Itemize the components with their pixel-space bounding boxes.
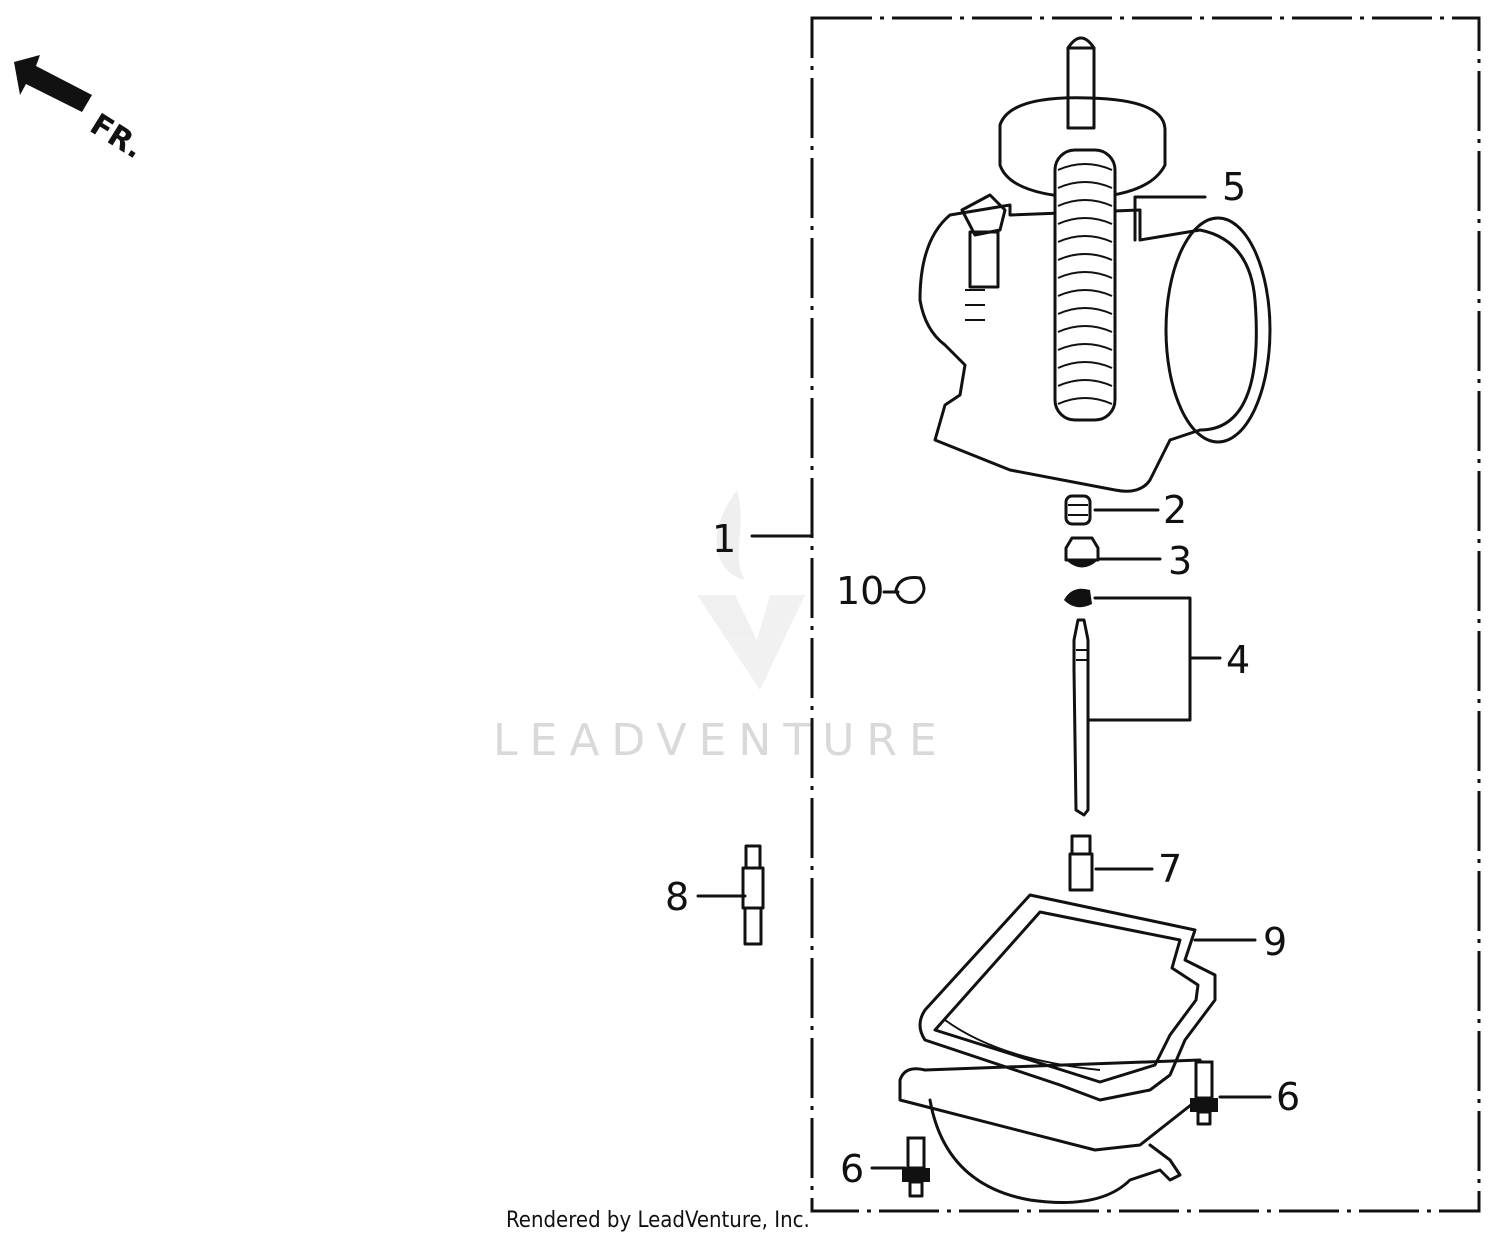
- callout-6-bottom: 6: [840, 1147, 864, 1191]
- callout-7: 7: [1158, 847, 1182, 891]
- callout-3: 3: [1168, 539, 1192, 583]
- part-7-main-jet: [1068, 834, 1094, 892]
- callout-1: 1: [712, 517, 736, 561]
- leadventure-watermark-logo: [697, 490, 805, 690]
- callout-2: 2: [1163, 488, 1187, 532]
- part-8-pilot-screw: [741, 844, 765, 946]
- part-4-jet-needle-set: [1064, 588, 1092, 817]
- render-credit: Rendered by LeadVenture, Inc.: [506, 1208, 810, 1233]
- part-3-nut: [1064, 536, 1100, 568]
- watermark-text: LEADVENTURE: [493, 715, 949, 766]
- callout-10: 10: [836, 569, 884, 613]
- float-bowl: [898, 893, 1217, 1204]
- assembly-boundary: [810, 16, 1481, 1213]
- part-10-washer: [894, 576, 926, 604]
- callout-9: 9: [1263, 920, 1287, 964]
- part-6-screw-bottom: [902, 1136, 930, 1198]
- callout-8: 8: [665, 875, 689, 919]
- leader-lines: [696, 195, 1272, 1170]
- part-2-clip: [1064, 494, 1092, 526]
- direction-label: FR.: [84, 107, 150, 166]
- front-direction-arrow-icon: [14, 55, 92, 112]
- carburetor-body: [918, 36, 1272, 493]
- throttle-spring: [1053, 148, 1117, 422]
- callout-6-right: 6: [1276, 1075, 1300, 1119]
- callout-5: 5: [1222, 165, 1246, 209]
- part-6-screw-right: [1190, 1060, 1218, 1126]
- callout-4: 4: [1226, 638, 1250, 682]
